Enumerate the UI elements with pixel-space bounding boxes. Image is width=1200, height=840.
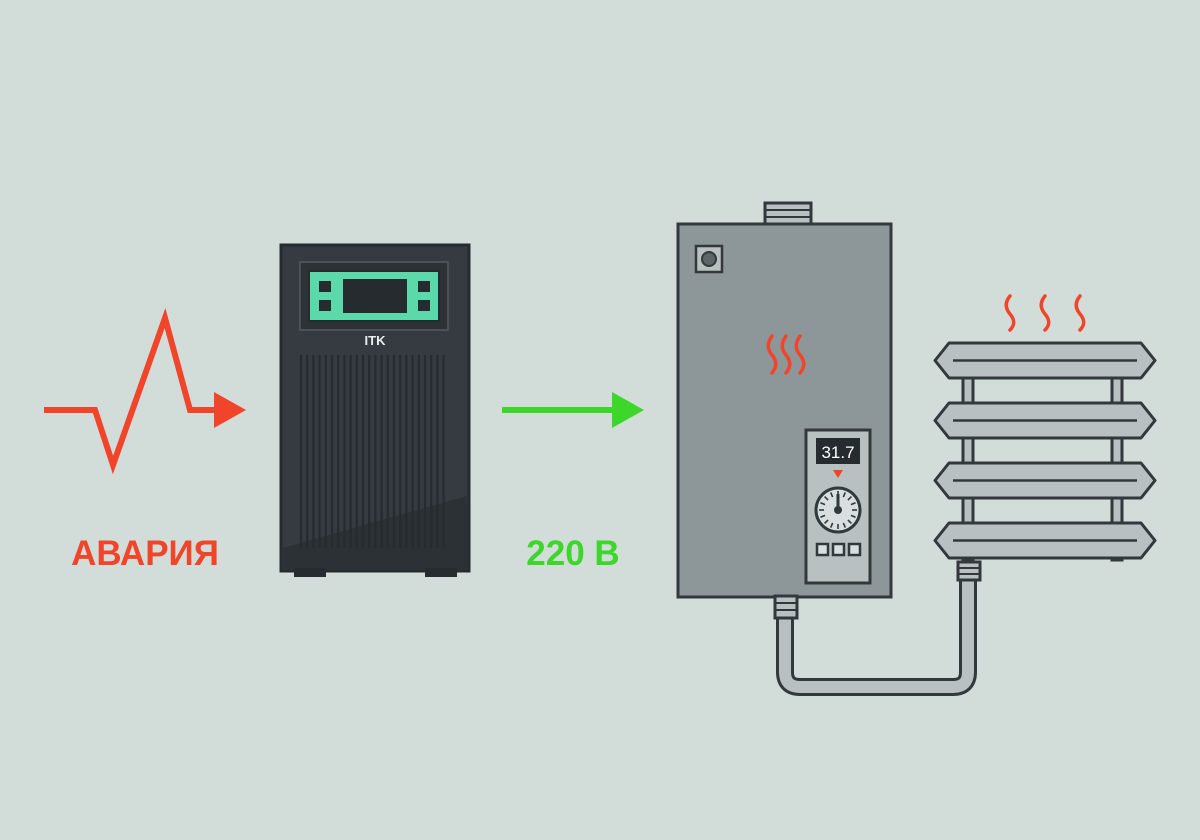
radiator-inlet-fitting <box>956 560 982 582</box>
dial-tick <box>820 514 826 519</box>
boiler-bottom-fitting <box>773 594 799 620</box>
dial-tick <box>850 514 856 519</box>
boiler-power-indicator <box>694 244 724 274</box>
dial-tick <box>842 522 847 528</box>
dial-tick <box>820 501 826 506</box>
ups-brand-logo: ITK <box>365 333 387 348</box>
ups-control-panel <box>299 261 449 331</box>
boiler-button-1[interactable] <box>815 542 830 557</box>
ups-unit: ITK <box>279 243 471 577</box>
dial-tick <box>829 522 834 528</box>
radiator-heat-waves-icon <box>1004 294 1086 332</box>
boiler-top-fitting <box>763 201 813 227</box>
radiator <box>933 294 1157 562</box>
dial-tick <box>823 519 829 525</box>
dial-pointer-icon <box>833 470 843 478</box>
connecting-pipe <box>773 560 982 696</box>
power-outage-pulse-icon <box>44 307 246 475</box>
boiler-control-panel: 31.7 <box>804 428 872 585</box>
boiler: 31.7 <box>676 201 893 599</box>
ups-foot-left <box>294 568 326 577</box>
dial-tick <box>847 519 853 525</box>
dial-tick <box>850 501 856 506</box>
dial-tick <box>842 492 847 498</box>
ups-button-left-bottom <box>319 300 331 311</box>
ups-vent-grille <box>299 355 445 548</box>
ups-button-right-bottom <box>418 300 430 311</box>
outage-label: АВАРИЯ <box>71 534 219 573</box>
voltage-arrow-icon <box>502 392 644 428</box>
heat-waves-icon <box>766 334 806 375</box>
ups-button-right-top <box>418 281 430 292</box>
ups-foot-right <box>425 568 457 577</box>
boiler-button-3[interactable] <box>847 542 862 557</box>
dial-tick <box>847 495 853 501</box>
dial-tick <box>823 495 829 501</box>
boiler-temperature-value: 31.7 <box>821 443 854 462</box>
boiler-button-2[interactable] <box>831 542 846 557</box>
boiler-temperature-screen <box>816 438 860 464</box>
dial-tick <box>829 492 834 498</box>
ups-button-left-top <box>319 281 331 292</box>
temperature-dial[interactable] <box>814 486 862 534</box>
ups-lcd-screen <box>343 279 407 313</box>
voltage-label: 220 В <box>526 534 619 573</box>
